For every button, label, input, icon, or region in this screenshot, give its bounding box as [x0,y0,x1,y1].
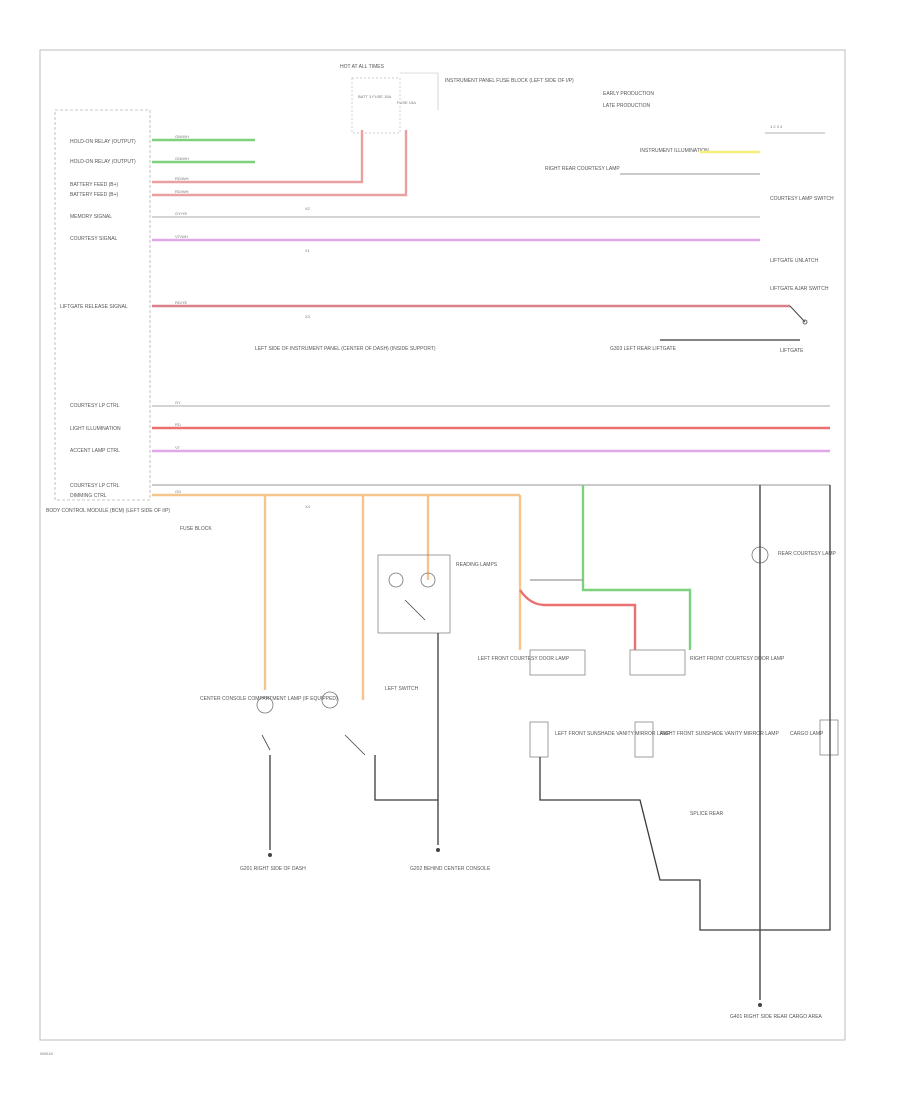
top-fuse-label-2: FUSE 15A [397,100,416,105]
wire-code-red1: RD/WH [175,176,189,181]
bcm-wires [152,138,830,497]
ip-illumination-label: INSTRUMENT ILLUMINATION [640,148,709,154]
wire-code-memory: GY/YE [175,211,188,216]
reading-lamp-bulb-1 [388,572,404,588]
dome-ground-wire [374,755,438,801]
bcm-pin-labels: HOLD-ON RELAY (OUTPUT) HOLD-ON RELAY (OU… [60,139,136,499]
page-marker: 1 2 3 4 [770,124,783,129]
reading-lamp-bulb-2 [420,572,436,588]
top-fuse-label-1: BATT 3 FUSE 15A [358,94,392,99]
left-sunvisor-lamp [529,721,549,758]
rear-courtesy-label: REAR COURTESY LAMP [778,551,837,557]
wire-code-green2: GN/WH [175,156,189,161]
bcm-pin-11: COURTESY LP CTRL [70,483,120,489]
connector-x3: X3 [305,314,311,319]
left-front-door-switch [529,649,586,676]
cargo-lamp-wire [760,485,831,931]
bcm-pin-1: HOLD-ON RELAY (OUTPUT) [70,139,136,145]
fuse-note: FUSE BLOCK [180,526,212,532]
left-panel-fuse-label: LEFT SIDE OF INSTRUMENT PANEL (CENTER OF… [255,346,436,352]
right-sunvisor-label: RIGHT FRONT SUNSHADE VANITY MIRROR LAMP [660,731,779,737]
bcm-pin-2: HOLD-ON RELAY (OUTPUT) [70,159,136,165]
wire-code-ctl3: VT [175,445,181,450]
reading-lamps-box [377,554,451,634]
left-sunvisor-label: LEFT FRONT SUNSHADE VANITY MIRROR LAMP [555,731,671,737]
svg-text:G201 RIGHT SIDE OF DASH: G201 RIGHT SIDE OF DASH [240,866,306,872]
bcm-pin-10: ACCENT LAMP CTRL [70,448,120,454]
top-panel-label: INSTRUMENT PANEL FUSE BLOCK (LEFT SIDE O… [445,78,574,84]
wire-code-ctl2: RD [175,422,181,427]
top-fuse-box [351,77,401,134]
cargo-lamp-label: CARGO LAMP [790,731,824,737]
connector-x2: X2 [305,206,311,211]
reading-lamps-label: READING LAMPS [456,562,498,568]
wire-code-liftgate: RD/YE [175,300,188,305]
dome-lamp [321,691,366,756]
liftgate-switch-label: LIFTGATE AJAR SWITCH [770,286,829,292]
svg-text:G202 BEHIND CENTER CONSOLE: G202 BEHIND CENTER CONSOLE [410,866,491,872]
bcm-module-label: BODY CONTROL MODULE (BCM) (LEFT SIDE OF … [46,508,170,514]
right-rear-courtesy-label: RIGHT REAR COURTESY LAMP [545,166,620,172]
wire-code-ctl1: GY [175,400,181,405]
wire-code-red2: RD/WH [175,189,189,194]
connector-x1: X1 [305,248,311,253]
corner-code: W0016 [40,1051,53,1056]
bcm-pin-6: COURTESY SIGNAL [70,236,118,242]
bcm-pin-8: COURTESY LP CTRL [70,403,120,409]
cargo-lamp [819,719,839,756]
center-console-lamp [256,696,274,751]
legend-item-late: LATE PRODUCTION [603,103,651,109]
green-door-wire [581,485,692,650]
sunvisor-ground [539,757,760,931]
fuse-feed-wire-2 [152,130,408,197]
bcm-pin-7: LIFTGATE RELEASE SIGNAL [60,304,128,310]
left-switch-label: LEFT SWITCH [385,686,419,692]
courtesy-lamp-switch-label: COURTESY LAMP SWITCH [770,196,834,202]
reading-lamp-switch [404,599,426,621]
right-sunvisor-lamp [634,721,654,758]
connector-x4: X4 [305,504,311,509]
red-door-wire [519,589,637,650]
top-fuse-title: HOT AT ALL TIMES [340,64,385,70]
bcm-pin-4: BATTERY FEED (B+) [70,192,119,198]
legend-item-early: EARLY PRODUCTION [603,91,654,97]
diagram-frame [39,49,846,1041]
left-front-door-label: LEFT FRONT COURTESY DOOR LAMP [478,656,570,662]
svg-text:G401 RIGHT SIDE REAR CARGO ARE: G401 RIGHT SIDE REAR CARGO AREA [730,1014,823,1020]
right-front-door-switch [629,649,686,676]
wire-code-courtesy: VT/WH [175,234,188,239]
trunk-splice-label: SPLICE REAR [690,811,723,817]
wire-code-green1: GN/WH [175,134,189,139]
ground-g401: G401 RIGHT SIDE REAR CARGO AREA [730,1003,823,1020]
fuse-feed-wire-1 [152,130,364,184]
g-liftgate-label: G303 LEFT REAR LIFTGATE [610,346,677,352]
bcm-pin-3: BATTERY FEED (B+) [70,182,119,188]
ground-g202: G202 BEHIND CENTER CONSOLE [410,848,491,872]
bcm-pin-12: DIMMING CTRL [70,493,107,499]
liftgate-unlatch-label: LIFTGATE UNLATCH [770,258,819,264]
ground-g201: G201 RIGHT SIDE OF DASH [240,853,306,872]
bcm-module-outline [54,109,151,501]
bcm-pin-9: LIGHT ILLUMINATION [70,426,121,432]
liftgate-ground-label: LIFTGATE [780,348,804,354]
center-console-label: CENTER CONSOLE COMPARTMENT LAMP (IF EQUI… [200,696,338,702]
wire-code-dim: OG [175,489,181,494]
right-front-door-label: RIGHT FRONT COURTESY DOOR LAMP [690,656,785,662]
liftgate-ajar-switch [789,305,808,325]
bcm-pin-5: MEMORY SIGNAL [70,214,112,220]
